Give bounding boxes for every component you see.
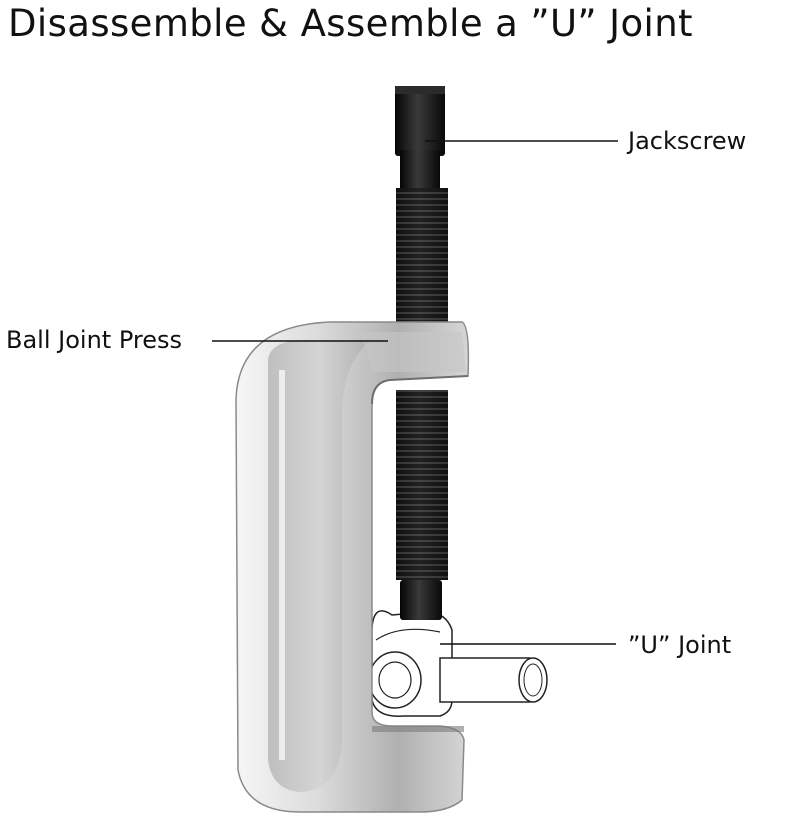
jackscrew-label: Jackscrew (628, 127, 747, 155)
u-joint-label: ”U” Joint (628, 631, 732, 659)
u-joint (368, 610, 548, 717)
ball-joint-press-frame (235, 321, 470, 813)
ball-joint-press-label: Ball Joint Press (6, 326, 182, 354)
page-title: Disassemble & Assemble a ”U” Joint (8, 2, 693, 45)
jackscrew (395, 86, 448, 620)
